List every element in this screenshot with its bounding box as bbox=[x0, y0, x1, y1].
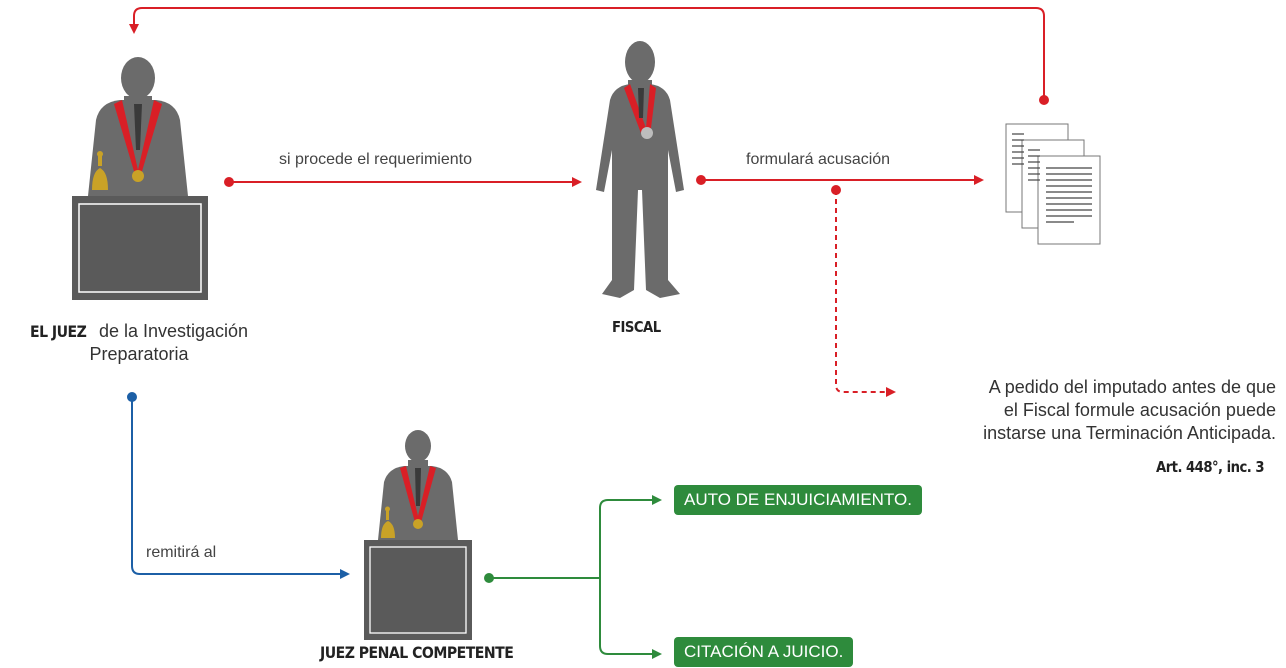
dashed-arrow-to-note bbox=[831, 185, 896, 397]
juez-ip-caption: EL JUEZ de la Investigación Preparatoria bbox=[8, 320, 270, 366]
note-line-2: el Fiscal formule acusación puede bbox=[1003, 400, 1276, 420]
auto-enjuiciamiento-box: AUTO DE ENJUICIAMIENTO. bbox=[674, 485, 922, 515]
juez-ip-figure bbox=[72, 57, 208, 300]
arrow-fiscal-to-docs bbox=[696, 175, 984, 185]
juez-ip-caption-line2: Preparatoria bbox=[89, 344, 189, 364]
bell-icon bbox=[381, 506, 395, 538]
bell-icon bbox=[92, 151, 108, 190]
note-reference: Art. 448°, inc. 3 bbox=[1156, 458, 1265, 476]
juez-penal-podium bbox=[364, 540, 472, 640]
fiscal-label: FISCAL bbox=[612, 318, 661, 336]
juez-ip-podium bbox=[72, 196, 208, 300]
edge-label-fiscal-to-docs: formulará acusación bbox=[746, 151, 891, 168]
edge-label-juez-to-fiscal: si procede el requerimiento bbox=[279, 151, 472, 168]
juez-penal-label: JUEZ PENAL COMPETENTE bbox=[320, 643, 514, 662]
documents-icon bbox=[1005, 123, 1101, 245]
note-line-3: instarse una Terminación Anticipada. bbox=[983, 423, 1276, 443]
juez-ip-person-icon bbox=[88, 57, 188, 196]
juez-ip-caption-line1: EL JUEZ de la Investigación bbox=[8, 320, 270, 343]
juez-ip-name-rest: de la Investigación bbox=[93, 321, 249, 341]
fiscal-figure bbox=[596, 41, 684, 298]
arrow-juez-to-penal bbox=[127, 392, 350, 579]
citacion-juicio-box: CITACIÓN A JUICIO. bbox=[674, 637, 854, 667]
terminacion-anticipada-note: A pedido del imputado antes de que el Fi… bbox=[983, 376, 1276, 445]
green-branch-arrows bbox=[484, 495, 662, 659]
juez-penal-figure bbox=[364, 430, 472, 640]
arrow-juez-to-fiscal bbox=[224, 177, 582, 187]
feedback-arrow bbox=[129, 7, 1049, 105]
juez-penal-person-icon bbox=[378, 430, 458, 540]
note-line-1: A pedido del imputado antes de que bbox=[988, 377, 1276, 397]
edge-label-juez-to-penal: remitirá al bbox=[146, 544, 217, 561]
juez-ip-name-bold: EL JUEZ bbox=[29, 322, 87, 341]
